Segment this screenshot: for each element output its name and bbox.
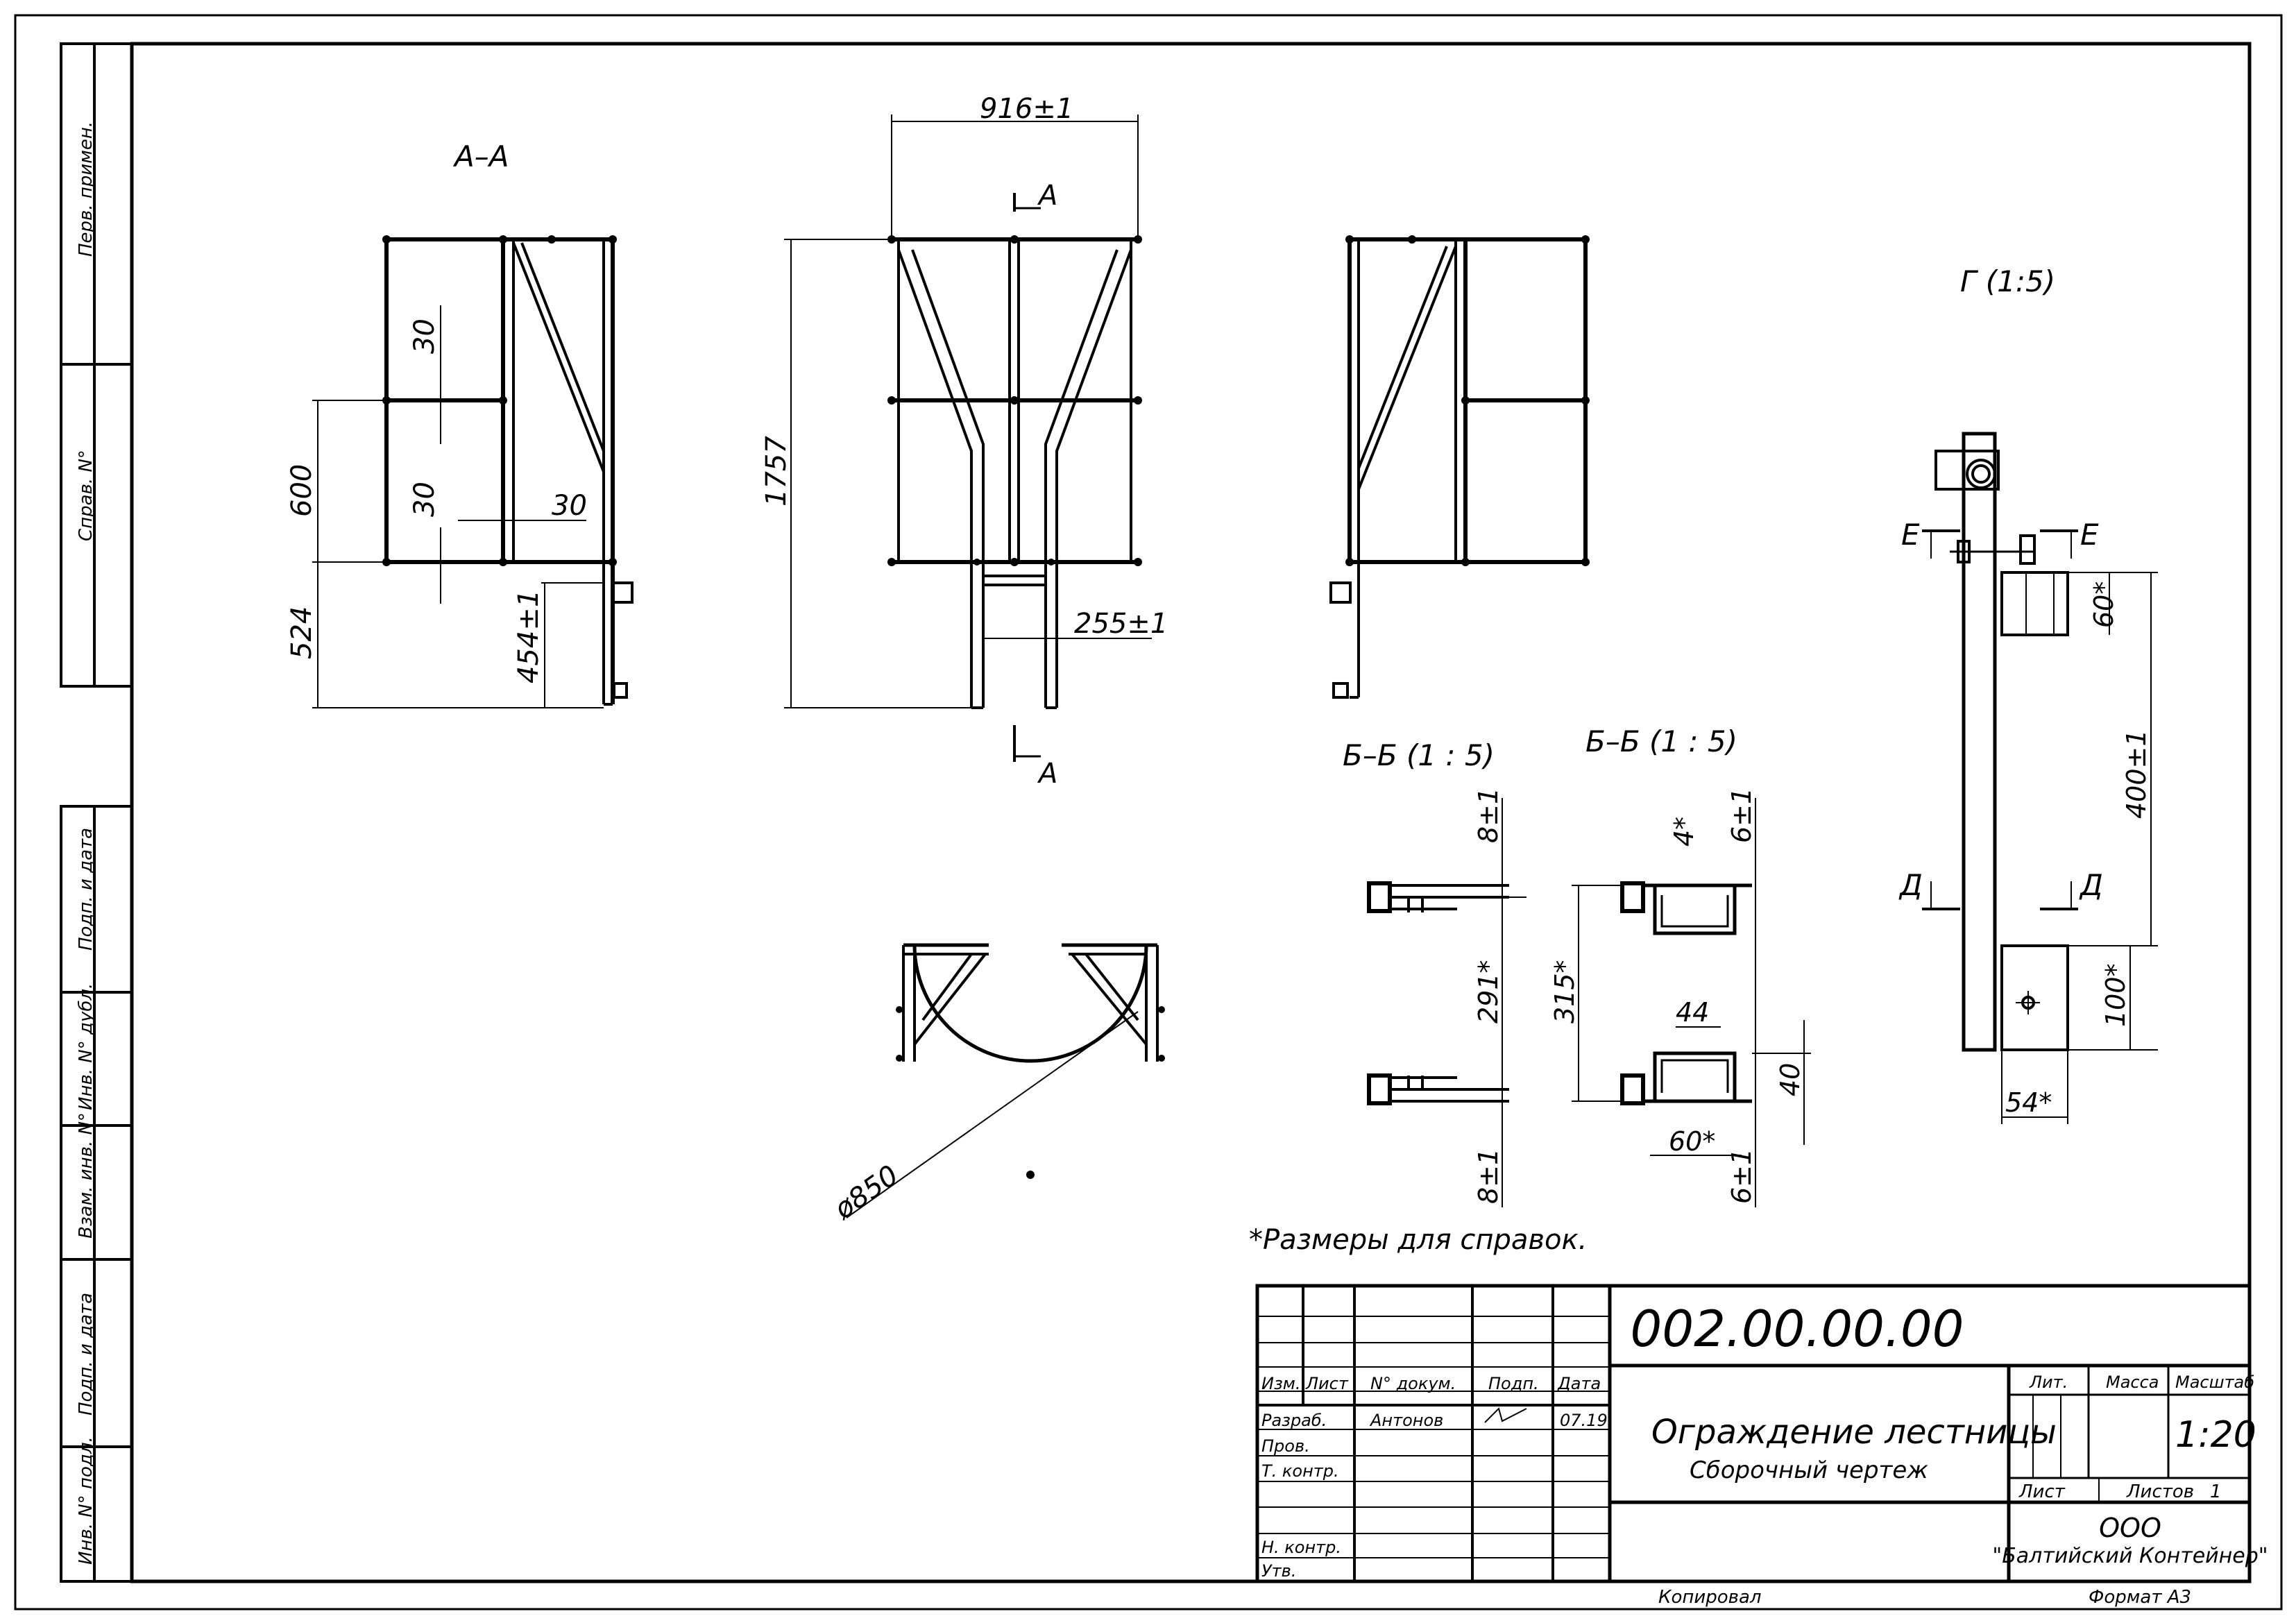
title-block-text: 002.00.00.00 Ограждение лестницы Сборочн…: [1261, 1300, 2268, 1608]
section-bb-1-label: Б–Б (1 : 5): [1343, 738, 1495, 772]
dim-g-400: 400±1: [2121, 729, 2152, 819]
mass-label: Масса: [2106, 1373, 2159, 1392]
front-view: 916±1 1757 255±1 А А: [760, 93, 1168, 790]
mark-e-right: Е: [2080, 518, 2099, 552]
sheet-outer-border: [14, 14, 2283, 1611]
copied-label: Копировал: [1658, 1587, 1762, 1608]
stamp-perv-primen: Перв. примен.: [76, 121, 96, 257]
reference-note: *Размеры для справок.: [1249, 1224, 1587, 1256]
dim-g-54: 54*: [2005, 1087, 2052, 1118]
dim-g-100: 100*: [2100, 963, 2131, 1027]
scale-value: 1:20: [2175, 1414, 2256, 1456]
detail-g-label: Г (1:5): [1960, 264, 2055, 298]
org-line1: ООО: [2099, 1513, 2161, 1543]
hdr-izm: Изм.: [1261, 1374, 1300, 1393]
date-razrab: 07.19: [1560, 1411, 1608, 1430]
hdr-podp: Подп.: [1488, 1374, 1539, 1393]
cut-a-bottom: А: [1037, 758, 1057, 790]
role-nkontr: Н. контр.: [1261, 1538, 1341, 1557]
role-prov: Пров.: [1261, 1436, 1310, 1456]
signature: [1484, 1407, 1527, 1423]
mark-d-left: Д: [1898, 868, 1923, 902]
dim-dia850: ø850: [828, 1159, 905, 1226]
dim-g-60: 60*: [2089, 581, 2119, 628]
sheets-label: Листов: [2126, 1481, 2194, 1502]
scale-label: Масштаб: [2175, 1373, 2254, 1392]
dim-bb2-60: 60*: [1669, 1126, 1715, 1157]
sheets-value: 1: [2210, 1481, 2222, 1502]
dim-600: 600: [286, 464, 318, 517]
role-razrab: Разраб.: [1261, 1411, 1327, 1430]
dim-bb1-291: 291*: [1473, 960, 1504, 1023]
dim-30-c: 30: [552, 490, 587, 522]
dim-524: 524: [286, 606, 318, 659]
sheet-label: Лист: [2018, 1481, 2066, 1502]
plan-view: ø850: [828, 943, 1165, 1226]
section-aa-view: А–А 30 30 30 600 52: [286, 139, 633, 708]
doc-subtitle: Сборочный чертеж: [1690, 1456, 1928, 1484]
dim-bb2-4: 4*: [1669, 817, 1699, 847]
format-label: Формат А3: [2089, 1587, 2191, 1608]
stamp-inv-podl: Инв. N° подл.: [76, 1436, 96, 1565]
hdr-ndoc: N° докум.: [1370, 1374, 1456, 1393]
detail-g-view: Г (1:5) Е Е Д: [1898, 264, 2158, 1124]
stamp-sprav-n: Справ. N°: [76, 450, 96, 541]
role-utv: Утв.: [1261, 1561, 1296, 1581]
cut-a-top: А: [1037, 180, 1057, 212]
dim-1757: 1757: [760, 436, 792, 507]
dim-30-b: 30: [409, 482, 441, 517]
section-bb-1: Б–Б (1 : 5) 8±1 291* 8±1: [1343, 738, 1527, 1207]
section-bb-2: Б–Б (1 : 5) 4* 6±1 315* 44 40 60* 6±1: [1549, 724, 1811, 1207]
stamp-podp-data-1: Подп. и дата: [76, 828, 96, 951]
stamp-podp-data-2: Подп. и дата: [76, 1293, 96, 1416]
dim-255: 255±1: [1074, 608, 1168, 640]
section-aa-label: А–А: [452, 139, 509, 173]
lit-label: Лит.: [2029, 1373, 2068, 1392]
doc-number: 002.00.00.00: [1631, 1300, 1964, 1358]
mark-e-left: Е: [1901, 518, 1920, 552]
doc-title: Ограждение лестницы: [1651, 1413, 2057, 1452]
dim-bb2-40: 40: [1775, 1063, 1805, 1096]
name-razrab: Антонов: [1369, 1411, 1443, 1430]
dim-916: 916±1: [980, 93, 1073, 125]
side-stamp: [60, 42, 133, 1583]
hdr-list: Лист: [1305, 1374, 1349, 1393]
stamp-vzam-inv: Взам. инв. N°: [76, 1112, 96, 1239]
hdr-data: Дата: [1557, 1374, 1601, 1393]
dim-bb2-44: 44: [1676, 997, 1709, 1028]
section-bb-2-label: Б–Б (1 : 5): [1585, 724, 1737, 758]
dim-30-a: 30: [409, 318, 441, 354]
mark-d-right: Д: [2079, 868, 2103, 902]
dim-bb2-6-bot: 6±1: [1726, 1148, 1757, 1204]
role-tkontr: Т. контр.: [1261, 1461, 1339, 1481]
dim-454: 454±1: [513, 590, 545, 683]
dim-bb1-8-bot: 8±1: [1473, 1148, 1504, 1204]
side-view: [1329, 235, 1590, 699]
title-block: [1255, 1284, 2252, 1583]
stamp-inv-dubl: Инв. N° дубл.: [76, 983, 96, 1110]
dim-bb2-6-top: 6±1: [1726, 788, 1757, 843]
dim-bb1-8-top: 8±1: [1473, 788, 1504, 843]
org-line2: "Балтийский Контейнер": [1992, 1544, 2268, 1568]
dim-bb2-315: 315*: [1549, 960, 1580, 1023]
